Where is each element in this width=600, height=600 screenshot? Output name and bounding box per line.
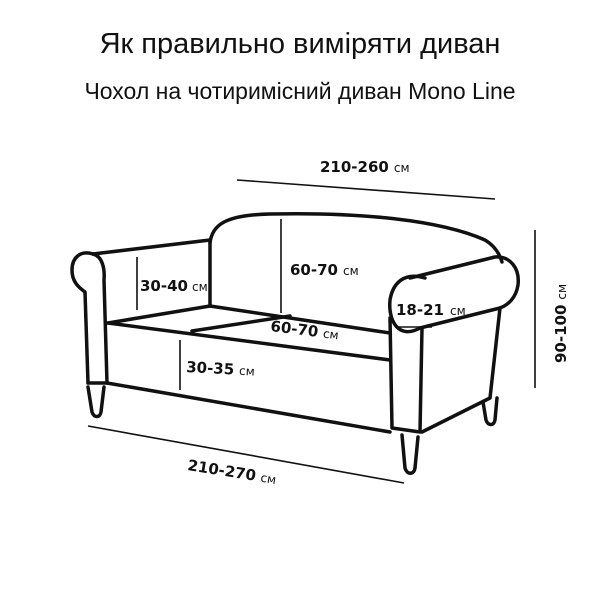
backrest-outline (208, 211, 504, 264)
front-base-bottom (105, 381, 392, 434)
left-armrest-roll (70, 251, 95, 385)
page-title: Як правильно виміряти диван (99, 28, 501, 60)
right-arm-front (388, 316, 424, 434)
cushion-divider (190, 314, 292, 333)
right-armrest-top (408, 255, 520, 310)
page-subtitle: Чохол на чотиримісний диван Mono Line (84, 78, 516, 104)
seat-front-top (106, 321, 392, 362)
leg-back-right (481, 396, 499, 427)
leg-front-right (400, 433, 420, 475)
seat-back-edge (208, 304, 392, 335)
leg-front-left (86, 385, 106, 419)
total-height-label: 90-100см (552, 284, 570, 363)
seat-left-edge (106, 304, 212, 325)
right-arm-side (420, 306, 502, 434)
sofa-outline (70, 211, 520, 475)
left-armrest-top (91, 238, 212, 256)
total-width-line (87, 425, 405, 484)
back-width-line (236, 179, 496, 200)
measurement-lines (87, 179, 536, 484)
